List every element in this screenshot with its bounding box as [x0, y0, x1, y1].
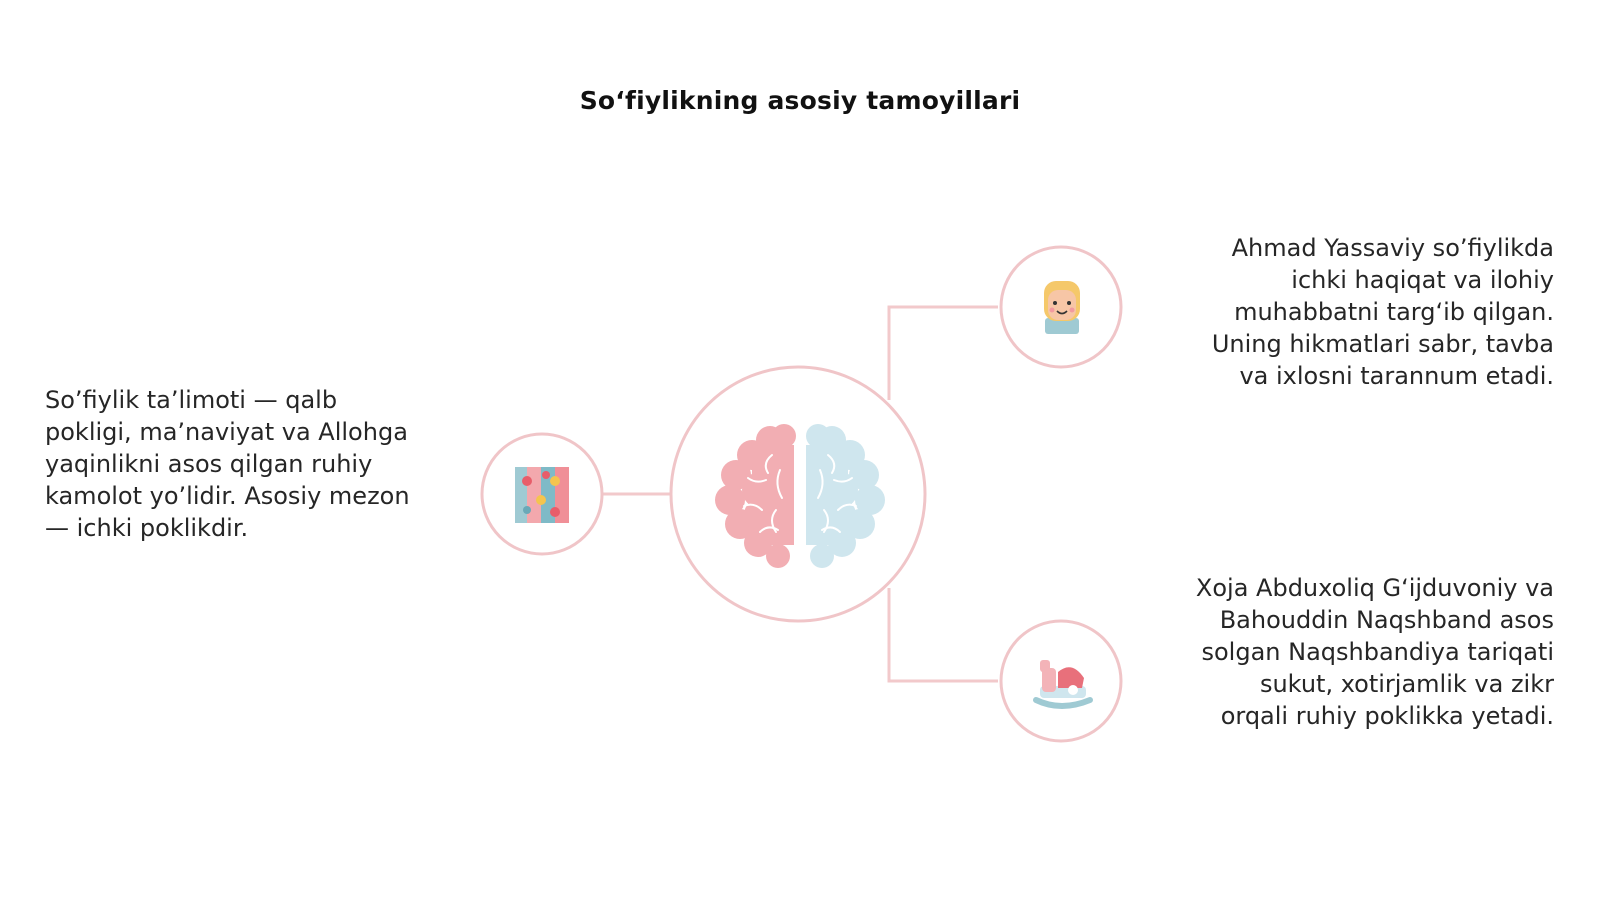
- left-node: [480, 432, 604, 556]
- right-top-node-text: Ahmad Yassaviy so’fiylikda ichki haqiqat…: [1211, 234, 1554, 390]
- page-title: So‘fiylikning asosiy tamoyillari: [579, 86, 1021, 115]
- connector-right-top: [887, 305, 998, 400]
- right-top-node: [999, 245, 1123, 369]
- left-node-text: So’fiylik ta’limoti — qalb pokligi, ma’n…: [45, 386, 410, 542]
- child-face-icon: [1044, 281, 1080, 334]
- connectors: [602, 305, 998, 683]
- brain-icon: [715, 424, 885, 568]
- puzzle-icon: [515, 467, 569, 523]
- right-bottom-node-text: Xoja Abduxoliq G‘ijduvoniy va Bahouddin …: [1195, 574, 1554, 730]
- center-node: [669, 365, 927, 623]
- right-bottom-node: [999, 619, 1123, 743]
- rocking-horse-icon: [1033, 660, 1093, 709]
- connector-right-bottom: [887, 588, 998, 683]
